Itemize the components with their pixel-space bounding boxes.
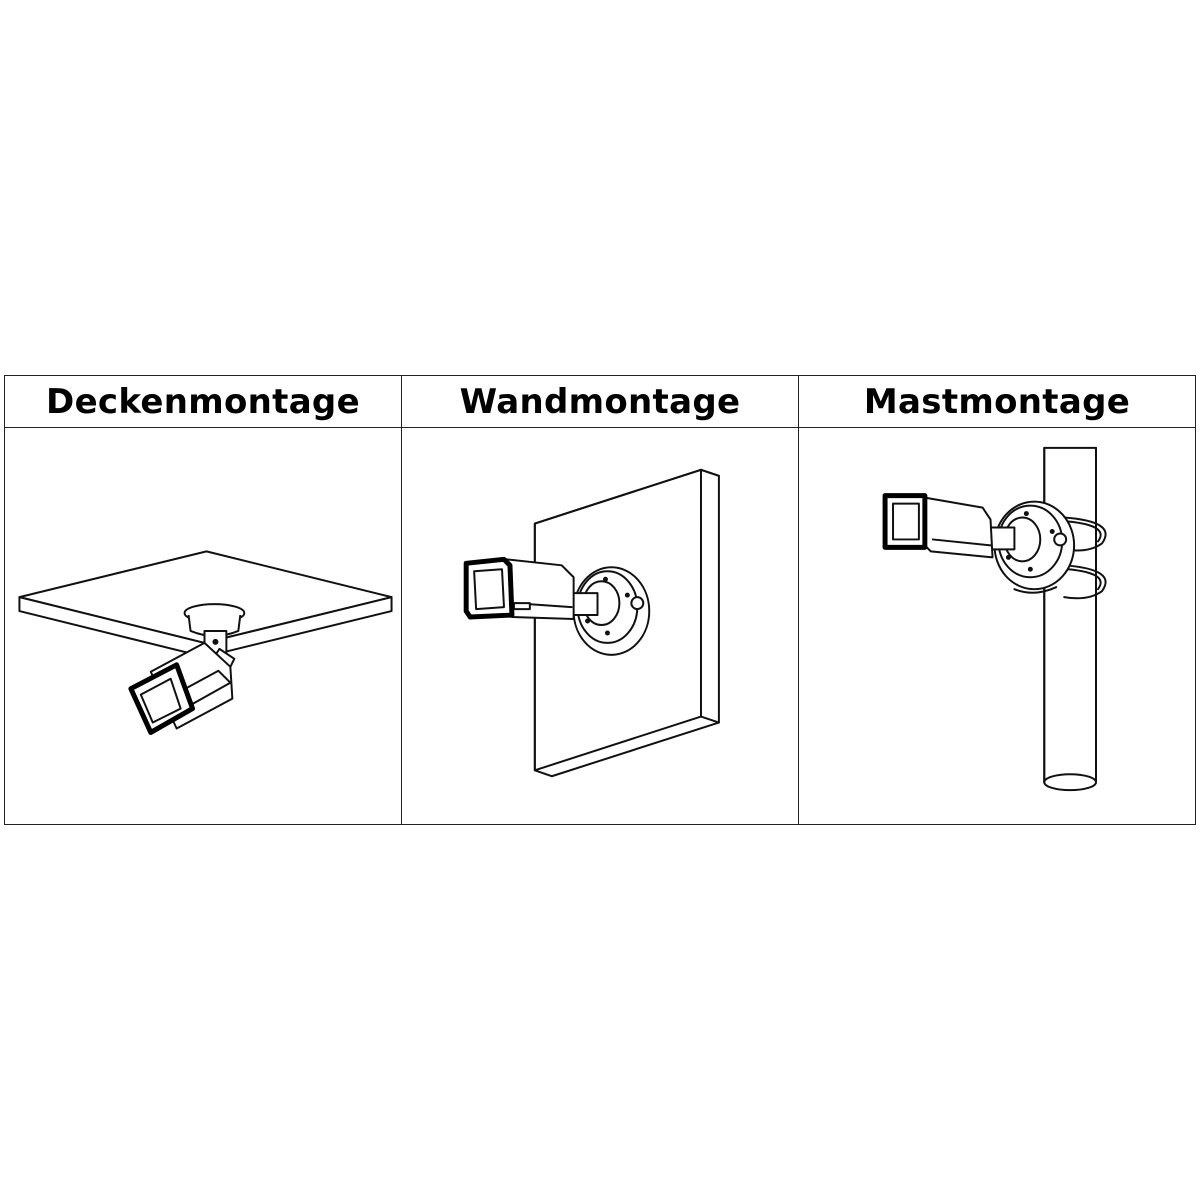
ceiling-mount-illustration <box>5 428 402 824</box>
wall-mount-illustration <box>402 428 799 824</box>
header-pole-mount: Mastmontage <box>799 376 1195 428</box>
ceiling-mount-title: Deckenmontage <box>46 381 360 422</box>
header-ceiling-mount: Deckenmontage <box>5 376 402 428</box>
pole-mount-title: Mastmontage <box>863 381 1131 422</box>
mounting-table: Deckenmontage Wandmontage Mastmontage <box>4 375 1196 825</box>
wall-mount-title: Wandmontage <box>459 381 741 422</box>
pole-clamps <box>1063 516 1107 600</box>
pole-bracket <box>993 500 1076 594</box>
header-wall-mount: Wandmontage <box>402 376 799 428</box>
wall-mount-drawing <box>463 468 720 778</box>
pole <box>1043 446 1097 792</box>
pole-mount-illustration <box>799 428 1195 824</box>
wall-camera <box>463 556 575 621</box>
ceiling-camera <box>128 641 234 735</box>
pole-mount-drawing <box>882 446 1107 792</box>
wall-bracket <box>572 566 651 656</box>
pole-arm <box>989 526 1016 551</box>
ceiling-mount-drawing <box>18 550 393 735</box>
wall-arm <box>570 592 599 617</box>
pole-camera <box>882 493 994 559</box>
